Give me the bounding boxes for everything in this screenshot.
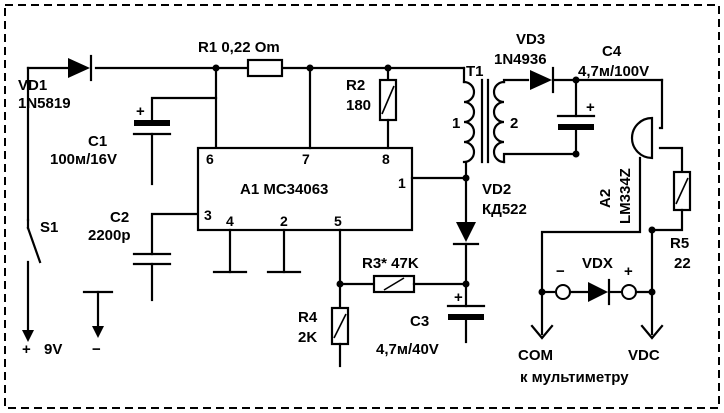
t1-winding2: 2 <box>510 115 518 132</box>
s1-ref: S1 <box>40 219 58 236</box>
a1-pin4: 4 <box>226 213 234 229</box>
s1-switch <box>22 218 42 342</box>
vdx-terminal-minus <box>555 284 571 300</box>
junction <box>648 226 656 234</box>
c1-ref: C1 <box>88 133 107 150</box>
c3-value: 4,7м/40V <box>376 341 439 358</box>
r3-label: R3* 47K <box>362 255 419 272</box>
a1-pin2: 2 <box>280 213 288 229</box>
vdx-plus: + <box>624 263 633 280</box>
vd3-value: 1N4936 <box>494 51 547 68</box>
vdx-ref: VDX <box>582 255 613 272</box>
c4-polarity: + <box>586 99 595 116</box>
output-caption: к мультиметру <box>520 369 629 386</box>
r2-value: 180 <box>346 97 371 114</box>
vd1-value: 1N5819 <box>18 95 71 112</box>
junction <box>462 280 470 288</box>
c4-ref: C4 <box>602 43 622 60</box>
junction <box>336 280 344 288</box>
r4-value: 2K <box>298 329 317 346</box>
c2-capacitor <box>132 252 172 266</box>
c3-ref: C3 <box>410 313 429 330</box>
c1-polarity: + <box>136 103 145 120</box>
a1-pin6: 6 <box>206 151 214 167</box>
output-vdc: VDC <box>628 347 660 364</box>
r1-resistor <box>246 58 284 78</box>
a1-pin7: 7 <box>302 151 310 167</box>
t1-winding1: 1 <box>452 115 460 132</box>
a1-ic-body <box>196 146 414 232</box>
c2-ref: C2 <box>110 209 129 226</box>
battery-plus: + <box>22 341 31 358</box>
c1-value: 100м/16V <box>50 151 117 168</box>
c4-value: 4,7м/100V <box>578 63 649 80</box>
t1-secondary-winding <box>492 80 506 164</box>
r2-ref: R2 <box>346 77 365 94</box>
t1-core <box>480 78 490 164</box>
c3-capacitor <box>446 304 486 320</box>
vd2-diode <box>452 222 480 246</box>
battery-minus-terminal <box>82 290 114 338</box>
r1-label: R1 0,22 Om <box>198 39 280 56</box>
a1-pin5: 5 <box>334 213 342 229</box>
battery-voltage: 9V <box>44 341 62 358</box>
vdx-diode <box>588 278 611 306</box>
vdx-minus: − <box>556 263 565 280</box>
vd3-diode <box>530 66 555 94</box>
output-com: COM <box>518 347 553 364</box>
t1-ref: T1 <box>466 63 484 80</box>
c2-value: 2200p <box>88 227 131 244</box>
a2-value: LM334Z <box>617 168 634 224</box>
a2-body <box>630 116 654 160</box>
c1-capacitor <box>132 120 172 136</box>
a1-pin8: 8 <box>382 151 390 167</box>
vd2-ref: VD2 <box>482 181 511 198</box>
r4-ref: R4 <box>298 309 318 326</box>
r5-ref: R5 <box>670 235 689 252</box>
a1-label: A1 MC34063 <box>240 181 328 198</box>
r5-value: 22 <box>674 255 691 272</box>
a1-pin1: 1 <box>398 175 406 191</box>
a2-ref: A2 <box>597 189 614 208</box>
vd3-ref: VD3 <box>516 31 545 48</box>
vd1-ref: VD1 <box>18 77 47 94</box>
battery-minus: − <box>92 341 101 358</box>
vdx-terminal-plus <box>621 284 637 300</box>
a1-pin3: 3 <box>204 207 212 223</box>
c4-capacitor <box>556 114 596 130</box>
vd2-value: КД522 <box>482 201 527 218</box>
junction <box>572 150 580 158</box>
enclosure-border <box>4 4 720 409</box>
vd1-diode <box>68 54 93 82</box>
t1-primary-winding <box>462 80 476 164</box>
c3-polarity: + <box>454 289 463 306</box>
